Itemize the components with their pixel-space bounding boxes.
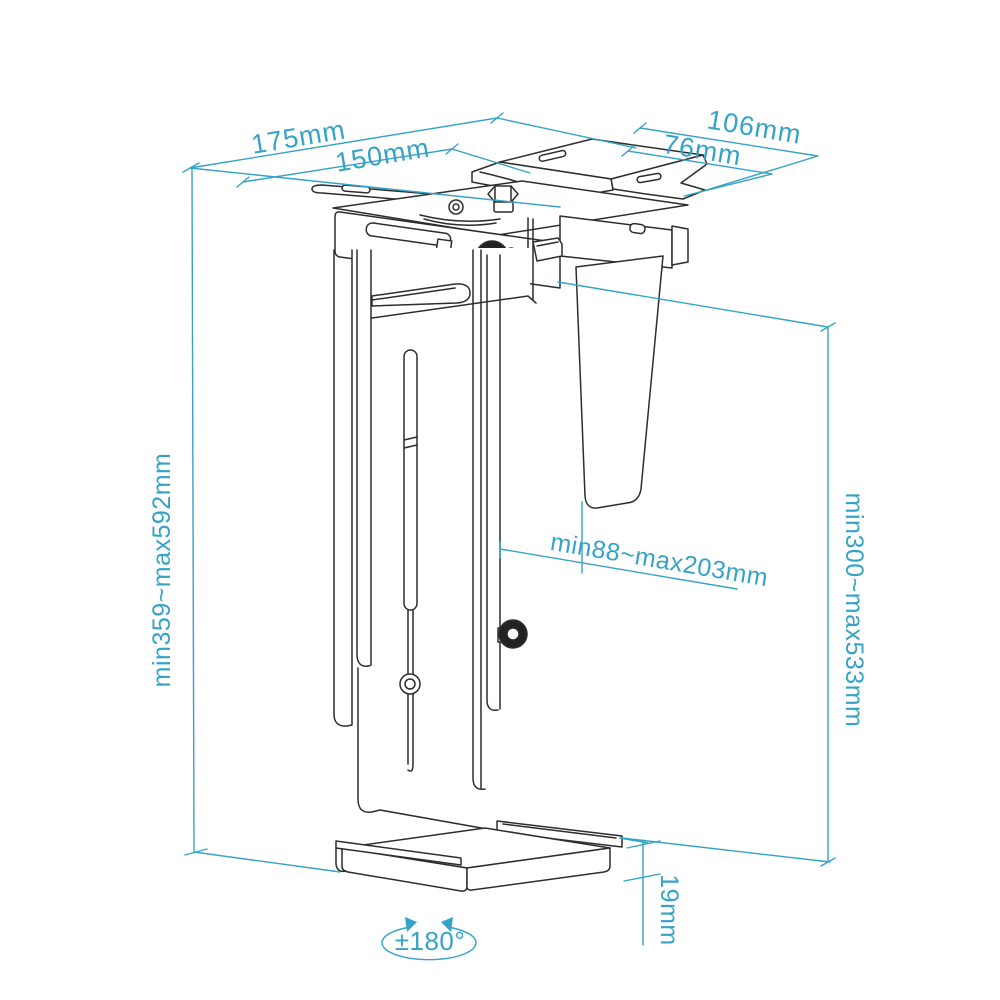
pivot-hole [448, 199, 464, 215]
side-pin [629, 222, 646, 235]
right-clamp-arm [532, 237, 563, 262]
dim-height-inner: min300~max533mm [840, 493, 868, 728]
bottom-tray [335, 820, 623, 892]
rotation-arrow-right-icon [441, 917, 453, 932]
depth-dimensions: 106mm 76mm [621, 104, 819, 197]
clamp-range-dimension: min88~max203mm [499, 501, 770, 592]
hex-bolt [487, 185, 519, 213]
cpu-holder-drawing [311, 138, 708, 892]
tray-left-lip [335, 840, 462, 866]
dim-height-total: min359~max592mm [148, 453, 176, 688]
rotation-arrow-left-icon [405, 917, 417, 932]
inner-height-dimension: min300~max533mm [557, 281, 868, 867]
dim-width-inner: 150mm [333, 132, 432, 177]
rotation-dimension: ±180° [381, 917, 477, 961]
height-slot [403, 349, 418, 611]
dim-rotation: ±180° [395, 926, 466, 956]
side-flap [575, 255, 664, 509]
tray-lip-dimension: 19mm [619, 837, 683, 946]
bracket-flange-slot [636, 172, 662, 184]
total-height-dimension: min359~max592mm [148, 167, 341, 873]
housing-end-cap [671, 225, 689, 266]
vertical-column [333, 248, 537, 830]
slot-screw [399, 673, 421, 695]
bracket-slot-hole [538, 149, 567, 162]
dim-clamp-range: min88~max203mm [548, 528, 770, 592]
dim-tray-lip: 19mm [655, 874, 683, 945]
